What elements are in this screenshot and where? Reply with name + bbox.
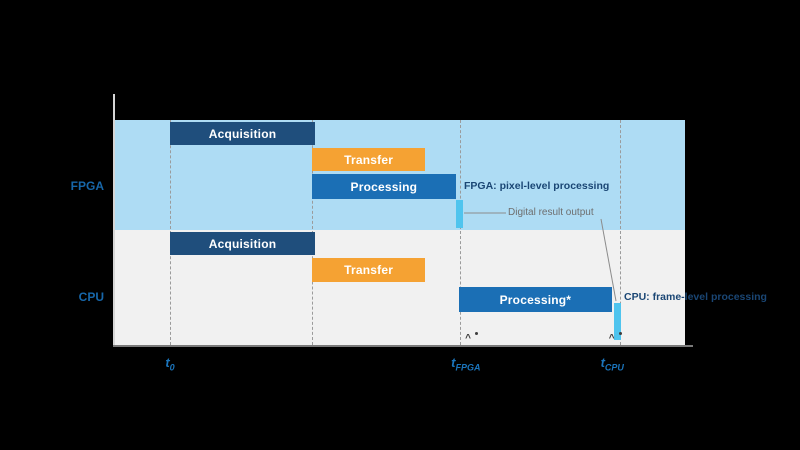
axis-tick-CPU: tCPU — [600, 355, 624, 373]
x-axis — [113, 345, 693, 347]
lane-label-cpu: CPU — [78, 290, 104, 304]
fpga-processing-bar: Processing — [312, 174, 456, 199]
cpu-processing-bar: Processing* — [458, 287, 613, 312]
cpu-processing-note: CPU: frame-level processing — [624, 291, 767, 303]
output-time-dot-icon — [618, 332, 622, 335]
time-marker-line — [460, 120, 461, 345]
cpu-acquisition-bar: Acquisition — [170, 232, 315, 255]
axis-tick-FPGA: tFPGA — [451, 355, 481, 373]
fpga-processing-note: FPGA: pixel-level processing — [464, 180, 610, 192]
output-time-dot-icon — [475, 332, 479, 335]
output-time-caret-icon: ^ — [608, 333, 615, 344]
output-time-caret-icon: ^ — [465, 333, 471, 344]
axis-ticks: t0 tFPGA tCPU — [0, 355, 800, 379]
fpga-transfer-bar: Transfer — [312, 148, 426, 171]
fpga-result-output-bar — [455, 200, 463, 228]
lane-label-fpga: FPGA — [70, 179, 104, 193]
cpu-result-output-bar — [613, 303, 621, 340]
fpga-acquisition-bar: Acquisition — [170, 122, 315, 145]
y-axis — [113, 94, 115, 347]
digital-result-output-note: Digital result output — [508, 207, 594, 218]
cpu-transfer-bar: Transfer — [312, 258, 426, 282]
time-marker-line — [619, 120, 621, 345]
axis-tick-0: t0 — [165, 355, 175, 373]
